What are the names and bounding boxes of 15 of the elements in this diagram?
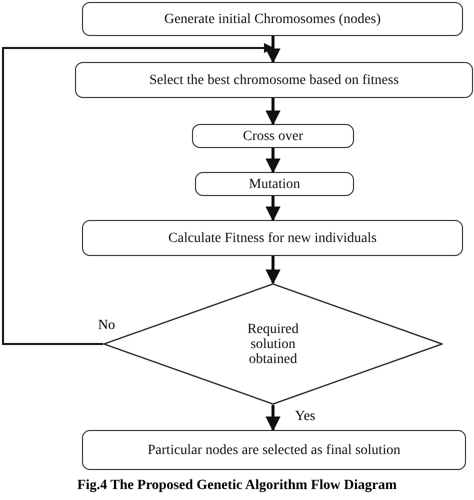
process-box: Mutation (195, 172, 354, 196)
process-box: Particular nodes are selected as final solution (82, 430, 466, 470)
process-box: Calculate Fitness for new individuals (82, 220, 463, 256)
process-box: Generate initial Chromosomes (nodes) (82, 2, 463, 36)
arrow (2, 43, 274, 345)
decision-text: Required solution obtained (246, 322, 300, 366)
arrow (266, 196, 280, 222)
process-box: Select the best chromosome based on fitness (75, 62, 473, 98)
arrow (266, 148, 280, 174)
arrow (266, 256, 280, 284)
arrow (266, 36, 280, 64)
arrow (266, 405, 280, 432)
process-box: Cross over (192, 124, 354, 148)
arrow (266, 98, 280, 126)
figure-caption: Fig.4 The Proposed Genetic Algorithm Flow Diagram (76, 478, 398, 494)
